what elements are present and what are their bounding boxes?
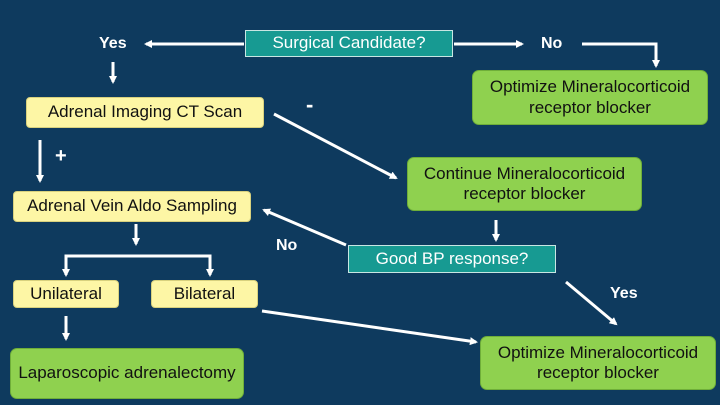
bilateral-node: Bilateral (151, 280, 258, 308)
label-yes-right: Yes (610, 285, 638, 302)
label-minus: - (306, 92, 314, 117)
label-no-left: No (276, 237, 298, 254)
arrow-imaging-to-continue (273, 112, 398, 180)
label-plus: + (55, 145, 67, 167)
arrow-bilateral-to-optimize (261, 309, 478, 346)
good-bp-node: Good BP response? (348, 245, 556, 273)
split-branch (64, 254, 212, 272)
avs-node: Adrenal Vein Aldo Sampling (13, 191, 251, 222)
unilateral-node: Unilateral (13, 280, 119, 308)
arrow-no-to-optimize (582, 42, 660, 68)
optimize-mr-bottom-node: Optimize Mineralocorticoid receptor bloc… (480, 336, 716, 390)
optimize-mr-top-node: Optimize Mineralocorticoid receptor bloc… (472, 70, 708, 125)
label-no-top: No (541, 35, 563, 52)
arrow-goodbp-to-optimize (565, 280, 618, 326)
label-yes-top: Yes (99, 35, 127, 52)
lap-adrenalectomy-node: Laparoscopic adrenalectomy (10, 348, 244, 399)
adrenal-imaging-node: Adrenal Imaging CT Scan (26, 97, 264, 128)
arrow-goodbp-to-avs (262, 208, 347, 247)
surgical-candidate-node: Surgical Candidate? (245, 30, 453, 57)
continue-mr-node: Continue Mineralocorticoid receptor bloc… (407, 157, 642, 211)
